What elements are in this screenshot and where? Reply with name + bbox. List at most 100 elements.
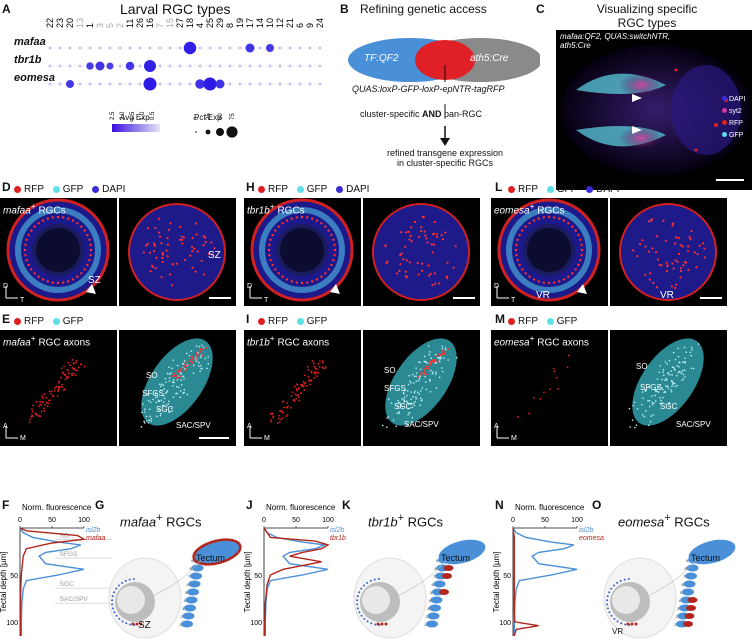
axis-l-dorsal: D	[494, 283, 499, 290]
cluster-column-label: 17	[245, 18, 255, 28]
expression-dot	[219, 47, 222, 50]
legend-h: RFP GFP DAPI	[258, 184, 369, 195]
expression-dot	[195, 79, 205, 89]
gfp-dot-icon	[297, 318, 304, 325]
expression-dot	[86, 62, 94, 70]
expression-dot	[229, 83, 232, 86]
expression-dot	[179, 83, 182, 86]
series-legend-mafaa: mafaa	[86, 535, 106, 542]
axis-d-dorsal: D	[3, 283, 8, 290]
cluster-column-label: 27	[175, 18, 185, 28]
expression-dot	[96, 62, 105, 71]
cluster-column-label: 16	[145, 18, 155, 28]
series-line-isl2b	[264, 528, 328, 636]
panel-c-label: C	[536, 2, 545, 16]
rfp-dot-icon	[14, 186, 21, 193]
construct-label: QUAS:loxP-GFP-loxP-epNTR-tagRFP	[352, 84, 505, 94]
expression-dot	[69, 47, 72, 50]
expression-dot	[169, 83, 172, 86]
panel-e-label: E	[2, 312, 10, 326]
layer-so-e: SO	[146, 371, 158, 380]
expression-dot	[209, 65, 212, 68]
x-tick-label: 0	[18, 517, 22, 524]
series-legend-isl2b: isl2b	[86, 527, 101, 534]
expression-dot	[209, 47, 212, 50]
expression-dot	[289, 83, 292, 86]
expression-dot	[259, 47, 262, 50]
expression-dot	[299, 47, 302, 50]
axis-i-anterior: A	[247, 423, 252, 430]
layer-sfgs-m: SFGS	[640, 383, 662, 392]
panel-d-label: D	[2, 180, 11, 194]
expression-dot	[99, 83, 102, 86]
x-tick-label: 100	[78, 517, 90, 524]
cluster-column-label: 21	[285, 18, 295, 28]
expression-dot	[239, 47, 242, 50]
expression-dot	[219, 65, 222, 68]
expression-dot	[289, 65, 292, 68]
dapi-dot-icon	[586, 186, 593, 193]
expression-dot	[216, 80, 225, 89]
schematic-g: 987654321	[105, 530, 245, 640]
y-axis-label: Tectal depth [µm]	[0, 551, 8, 612]
expression-dot	[279, 83, 282, 86]
vr-arrow-label-2: VR	[660, 290, 674, 301]
expression-dot	[259, 65, 262, 68]
expression-dot	[246, 44, 255, 53]
expression-dot	[269, 83, 272, 86]
expression-dot	[59, 83, 62, 86]
expression-dot	[184, 42, 197, 55]
expression-dot	[169, 47, 172, 50]
gfp-dot-icon	[547, 186, 554, 193]
venn-right-label: ath5:Cre	[470, 53, 508, 64]
expression-dot	[66, 80, 74, 88]
axis-l-temporal: T	[511, 297, 515, 304]
expression-dot	[266, 44, 274, 52]
layer-guide-label: SAC/SPV	[60, 596, 89, 603]
result-text: refined transgene expressionin cluster-s…	[370, 148, 520, 168]
x-tick-label: 0	[511, 517, 515, 524]
cluster-column-label: 3	[95, 23, 105, 28]
expression-dot	[289, 47, 292, 50]
panel-d-image-label: mafaa+ RGCs	[3, 201, 66, 216]
gene-label-tbr1b: tbr1b	[14, 54, 42, 66]
cluster-column-label: 4	[195, 23, 205, 28]
expression-dot	[144, 78, 157, 91]
expression-dot	[89, 83, 92, 86]
panel-c-legend: DAPI syt2 RFP GFP	[722, 94, 745, 142]
panel-c-title: Visualizing specificRGC types	[582, 2, 712, 30]
pct-exp-tick: 75	[230, 113, 236, 120]
expression-dot	[139, 65, 142, 68]
panel-h-label: H	[246, 180, 255, 194]
y-axis-label: Tectal depth [µm]	[244, 551, 252, 612]
expression-dot	[59, 65, 62, 68]
expression-dot	[319, 47, 322, 50]
expression-dot	[169, 65, 172, 68]
expression-dot	[309, 65, 312, 68]
cluster-column-label: 23	[55, 18, 65, 28]
avg-exp-label: Avg Exp	[120, 113, 150, 122]
gene-label-eomesa: eomesa	[14, 72, 55, 84]
series-legend-tbr1b: tbr1b	[330, 535, 346, 542]
expression-dot	[229, 65, 232, 68]
sz-arrow-label-1: SZ	[88, 275, 101, 286]
venn-left-label: TF:QF2	[364, 53, 398, 64]
panel-e-image-label: mafaa+ RGC axons	[3, 333, 90, 348]
c-legend-item: GFP	[722, 130, 745, 142]
expression-dot	[109, 83, 112, 86]
cluster-column-label: 5	[105, 23, 115, 28]
profile-plot-f: Norm. fluorescence05010050100Tectal dept…	[0, 500, 112, 640]
expression-dot	[159, 83, 162, 86]
axis-h-dorsal: D	[247, 283, 252, 290]
expression-dot	[79, 65, 82, 68]
gfp-dot-icon	[297, 186, 304, 193]
expression-dot	[259, 83, 262, 86]
pct-exp-size-key	[206, 130, 211, 135]
layer-guide-label: SFGS	[60, 551, 78, 558]
gfp-dot-icon	[53, 318, 60, 325]
cluster-column-label: 24	[315, 18, 325, 28]
expression-dot	[309, 47, 312, 50]
dapi-dot-icon	[92, 186, 99, 193]
tectum-label-k: Tectum	[441, 553, 470, 563]
cluster-column-label: 7	[155, 23, 165, 28]
